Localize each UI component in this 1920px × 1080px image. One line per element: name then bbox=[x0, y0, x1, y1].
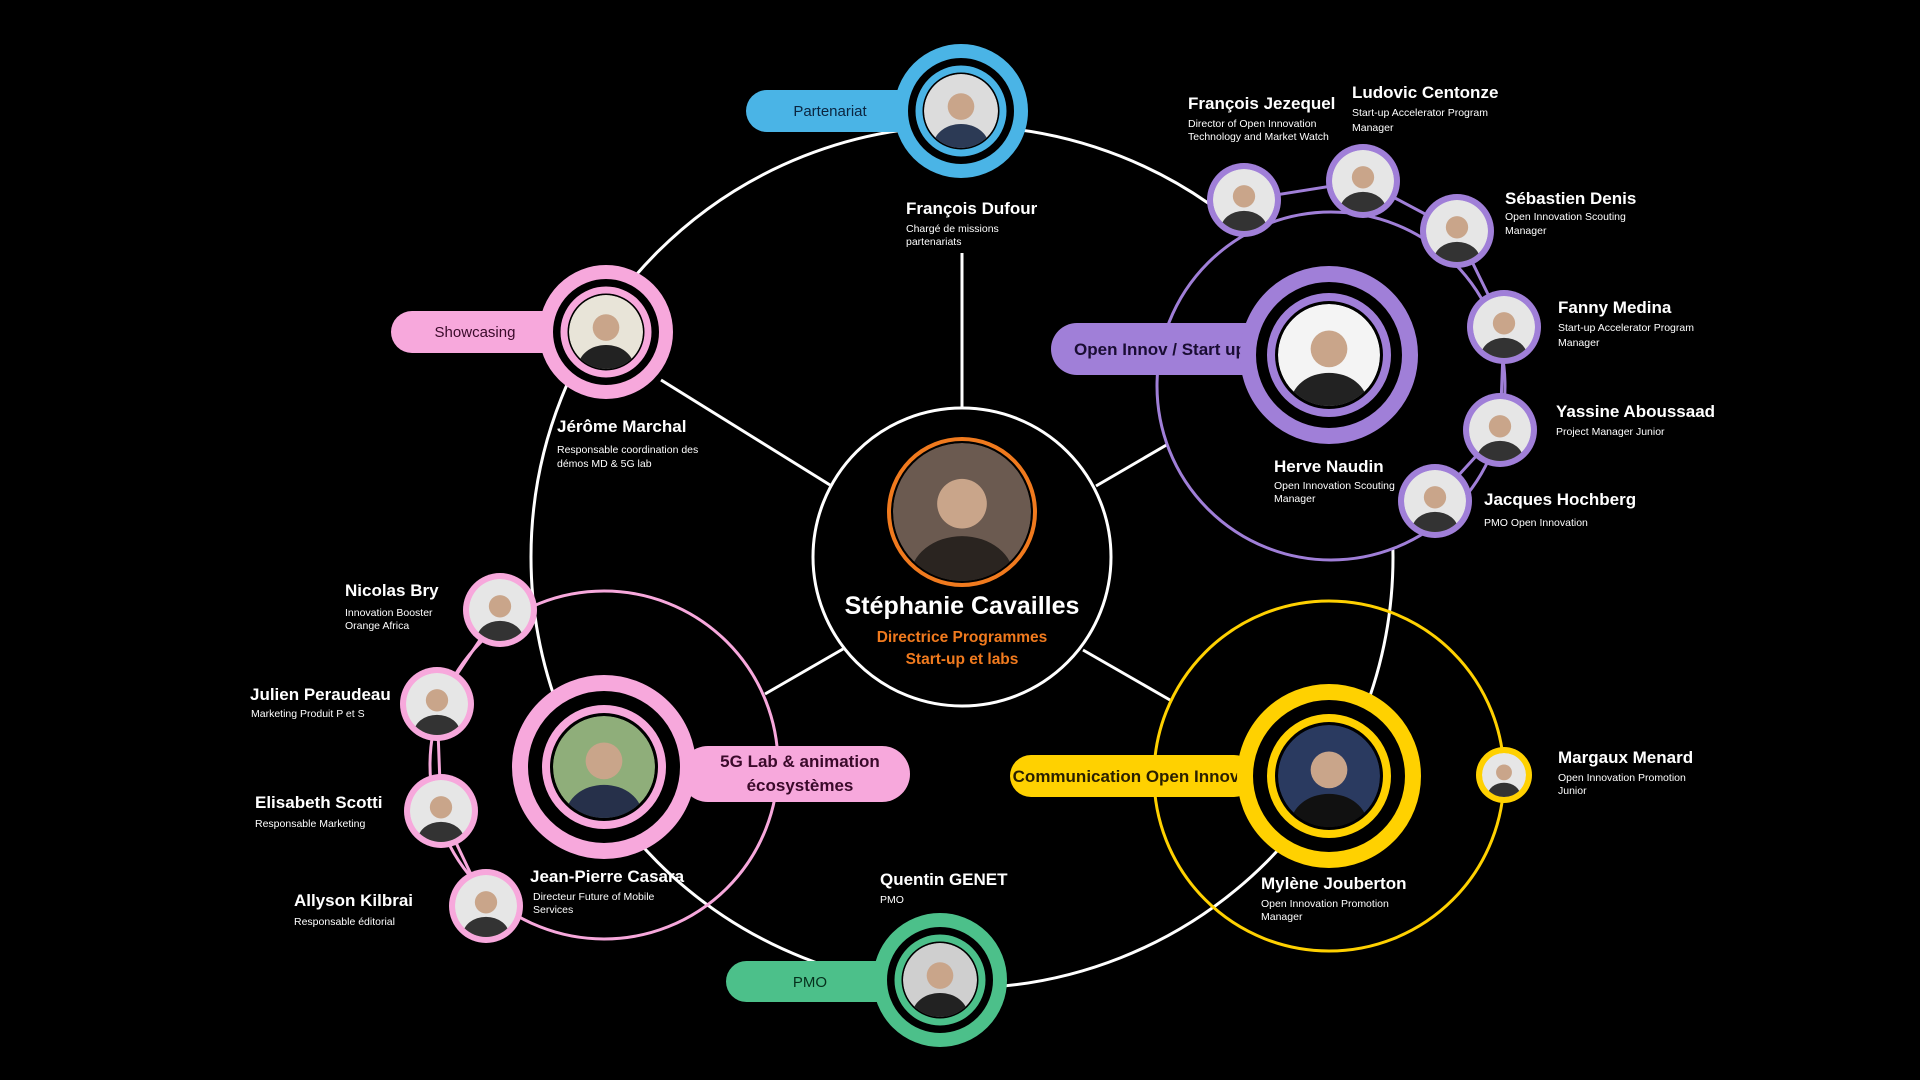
person-name: Quentin GENET bbox=[880, 870, 1008, 889]
member-francois-jezequel[interactable] bbox=[1207, 163, 1281, 248]
person-role: Orange Africa bbox=[345, 620, 409, 632]
member-julien-peraudeau[interactable] bbox=[400, 667, 474, 752]
lab5g-pill[interactable] bbox=[680, 746, 910, 802]
showcasing-label: Showcasing bbox=[435, 324, 516, 341]
avatar-jean-pierre-casara bbox=[553, 716, 655, 818]
person-role: Junior bbox=[1558, 785, 1587, 797]
team-showcasing[interactable]: Showcasing Jérôme Marchal Responsable co… bbox=[391, 265, 698, 470]
member-elisabeth-scotti[interactable] bbox=[404, 774, 478, 859]
person-role: Manager bbox=[1352, 122, 1394, 134]
person-name: Ludovic Centonze bbox=[1352, 83, 1498, 102]
person-name: Mylène Jouberton bbox=[1261, 874, 1406, 893]
person-name: Allyson Kilbrai bbox=[294, 891, 413, 910]
person-name: François Jezequel bbox=[1188, 94, 1335, 113]
person-role: Manager bbox=[1558, 337, 1600, 349]
person-name: Herve Naudin bbox=[1274, 457, 1384, 476]
pmo-pill[interactable] bbox=[726, 961, 916, 1002]
person-name: Jean-Pierre Casara bbox=[530, 867, 685, 886]
member-allyson-kilbrai[interactable] bbox=[449, 869, 523, 954]
avatar bbox=[406, 673, 468, 735]
person-role: Services bbox=[533, 904, 573, 916]
avatar-francois-dufour bbox=[924, 74, 998, 148]
pmo-label: PMO bbox=[793, 974, 827, 991]
person-role: démos MD & 5G lab bbox=[557, 458, 652, 470]
avatar bbox=[1332, 150, 1394, 212]
partenariat-label: Partenariat bbox=[793, 103, 867, 120]
member-margaux-menard[interactable] bbox=[1476, 747, 1532, 809]
center-name: Stéphanie Cavailles bbox=[845, 592, 1080, 620]
team-lab5g[interactable]: 5G Lab & animation écosystèmes Jean-Pier… bbox=[250, 573, 910, 954]
open-innov-label: Open Innov / Start up bbox=[1074, 340, 1246, 359]
person-role: Open Innovation Scouting bbox=[1274, 480, 1395, 492]
person-name: Fanny Medina bbox=[1558, 298, 1672, 317]
center-title-1: Directrice Programmes bbox=[877, 629, 1048, 646]
center-title-2: Start-up et labs bbox=[906, 651, 1019, 668]
partenariat-pill[interactable] bbox=[746, 90, 936, 132]
avatar-mylene-jouberton bbox=[1278, 725, 1380, 827]
center-node[interactable]: Stéphanie Cavailles Directrice Programme… bbox=[811, 406, 1113, 708]
team-open-innov[interactable]: Open Innov / Start up Herve Naudin Open … bbox=[1051, 83, 1715, 549]
spokes bbox=[660, 253, 1176, 702]
lab5g-label-2: écosystèmes bbox=[747, 776, 854, 795]
person-role: Responsable éditorial bbox=[294, 916, 395, 928]
person-role: Start-up Accelerator Program bbox=[1352, 107, 1488, 119]
person-role: PMO bbox=[880, 894, 904, 906]
person-role: Start-up Accelerator Program bbox=[1558, 322, 1694, 334]
avatar-quentin-genet bbox=[903, 943, 977, 1017]
person-role: Marketing Produit P et S bbox=[251, 708, 365, 720]
person-role: Innovation Booster bbox=[345, 607, 433, 619]
person-name: Jérôme Marchal bbox=[557, 417, 686, 436]
person-role: Responsable Marketing bbox=[255, 818, 365, 830]
person-role: Open Innovation Promotion bbox=[1558, 772, 1686, 784]
avatar bbox=[1469, 399, 1531, 461]
person-role: Manager bbox=[1261, 911, 1303, 923]
person-role: PMO Open Innovation bbox=[1484, 517, 1588, 529]
lab5g-links bbox=[435, 609, 502, 907]
person-name: Julien Peraudeau bbox=[250, 685, 391, 704]
team-pmo[interactable]: PMO Quentin GENET PMO bbox=[726, 870, 1008, 1047]
person-name: Sébastien Denis bbox=[1505, 189, 1636, 208]
communication-label: Communication Open Innov bbox=[1013, 767, 1240, 786]
lab5g-label-1: 5G Lab & animation bbox=[720, 752, 880, 771]
person-role: Manager bbox=[1274, 493, 1316, 505]
team-communication[interactable]: Communication Open Innov Mylène Jouberto… bbox=[1010, 684, 1693, 923]
avatar bbox=[1482, 753, 1526, 797]
avatar bbox=[410, 780, 472, 842]
avatar bbox=[455, 875, 517, 937]
person-name: François Dufour bbox=[906, 199, 1038, 218]
person-role: Technology and Market Watch bbox=[1188, 131, 1329, 143]
avatar-herve-naudin bbox=[1278, 304, 1380, 406]
showcasing-pill[interactable] bbox=[391, 311, 581, 353]
avatar bbox=[469, 579, 531, 641]
member-ludovic-centonze[interactable] bbox=[1326, 144, 1400, 229]
member-sebastien-denis[interactable] bbox=[1420, 194, 1494, 279]
avatar bbox=[1426, 200, 1488, 262]
person-name: Jacques Hochberg bbox=[1484, 490, 1636, 509]
person-role: partenariats bbox=[906, 236, 961, 248]
person-role: Manager bbox=[1505, 225, 1547, 237]
member-jacques-hochberg[interactable] bbox=[1398, 464, 1472, 549]
open-innov-pill[interactable] bbox=[1051, 323, 1281, 375]
person-role: Director of Open Innovation bbox=[1188, 118, 1317, 130]
team-partenariat[interactable]: Partenariat François Dufour Chargé de mi… bbox=[746, 44, 1038, 248]
person-role: Project Manager Junior bbox=[1556, 426, 1665, 438]
avatar bbox=[1404, 470, 1466, 532]
person-name: Elisabeth Scotti bbox=[255, 793, 383, 812]
avatar bbox=[1213, 169, 1275, 231]
person-name: Yassine Aboussaad bbox=[1556, 402, 1715, 421]
person-role: Chargé de missions bbox=[906, 223, 999, 235]
avatar-stephanie bbox=[893, 443, 1031, 581]
person-role: Open Innovation Promotion bbox=[1261, 898, 1389, 910]
person-role: Responsable coordination des bbox=[557, 444, 698, 456]
communication-pill[interactable] bbox=[1010, 755, 1255, 797]
member-yassine-aboussaad[interactable] bbox=[1463, 393, 1537, 478]
avatar bbox=[1473, 296, 1535, 358]
avatar-jerome-marchal bbox=[569, 295, 643, 369]
person-name: Margaux Menard bbox=[1558, 748, 1693, 767]
person-name: Nicolas Bry bbox=[345, 581, 439, 600]
person-role: Open Innovation Scouting bbox=[1505, 211, 1626, 223]
member-fanny-medina[interactable] bbox=[1467, 290, 1541, 375]
member-nicolas-bry[interactable] bbox=[463, 573, 537, 658]
person-role: Directeur Future of Mobile bbox=[533, 891, 655, 903]
